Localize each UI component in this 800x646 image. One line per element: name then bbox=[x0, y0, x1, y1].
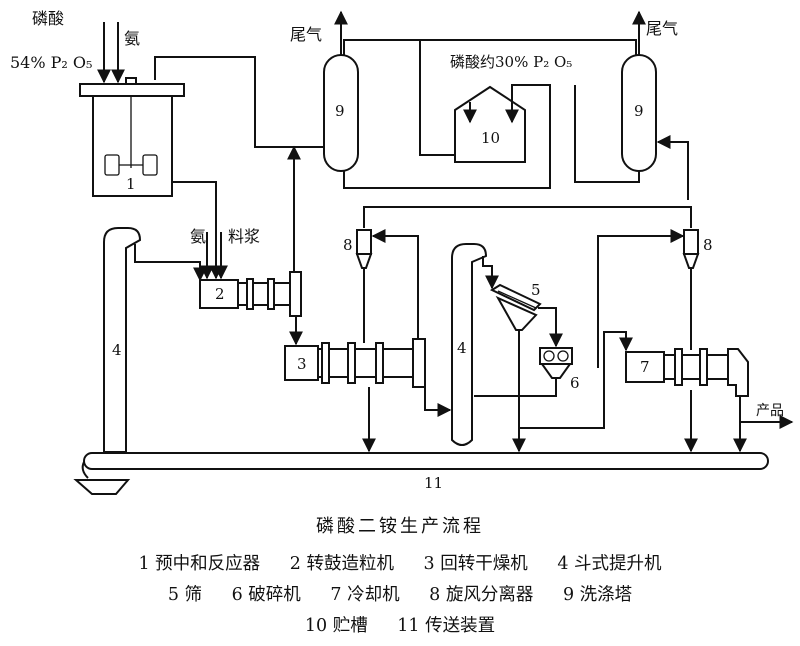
p2o5-30-label: 磷酸约30% P₂ O₅ bbox=[450, 53, 572, 71]
screen-number: 5 bbox=[531, 281, 541, 299]
cyclone-left-number: 8 bbox=[343, 236, 353, 254]
tail-gas-left-label: 尾气 bbox=[290, 25, 322, 44]
bucket-elevator-mid bbox=[451, 243, 488, 446]
scrubber-right-number: 9 bbox=[634, 102, 644, 120]
legend-item: 7 冷却机 bbox=[330, 585, 400, 605]
legend-line-2: 5 筛 6 破碎机 7 冷却机 8 旋风分离器 9 洗涤塔 bbox=[0, 581, 800, 606]
legend-item: 11 传送装置 bbox=[397, 616, 496, 636]
tail-gas-right-label: 尾气 bbox=[646, 19, 678, 38]
storage-tank bbox=[454, 85, 526, 163]
granulator-number: 2 bbox=[215, 285, 225, 303]
pipelines bbox=[97, 10, 794, 453]
elevator-left-number: 4 bbox=[112, 341, 122, 359]
cooler bbox=[625, 348, 749, 397]
p2o5-54-label: 54% P₂ O₅ bbox=[10, 53, 92, 72]
legend-line-1: 1 预中和反应器 2 转鼓造粒机 3 回转干燥机 4 斗式提升机 bbox=[0, 550, 800, 575]
cyclone-right-number: 8 bbox=[703, 236, 713, 254]
legend-line-3: 10 贮槽 11 传送装置 bbox=[0, 612, 800, 637]
legend-item: 3 回转干燥机 bbox=[423, 554, 528, 574]
cyclone-right bbox=[682, 229, 700, 269]
legend-item: 5 筛 bbox=[167, 585, 203, 605]
legend-item: 8 旋风分离器 bbox=[429, 585, 534, 605]
legend-item: 9 洗涤塔 bbox=[562, 585, 633, 605]
bucket-elevator-left bbox=[103, 227, 142, 453]
crusher-number: 6 bbox=[570, 374, 580, 392]
legend-item: 4 斗式提升机 bbox=[557, 554, 662, 574]
conveyor-number: 11 bbox=[424, 474, 443, 492]
elevator-mid-number: 4 bbox=[457, 339, 467, 357]
legend-item: 6 破碎机 bbox=[231, 585, 301, 605]
slurry-label: 料浆 bbox=[228, 227, 260, 246]
cyclone-left bbox=[355, 229, 373, 269]
product-label: 产品 bbox=[756, 403, 784, 419]
phosphoric-acid-label: 磷酸 bbox=[32, 9, 64, 28]
reactor-number: 1 bbox=[126, 175, 136, 193]
legend-item: 10 贮槽 bbox=[304, 616, 368, 636]
ammonia-2-label: 氨 bbox=[190, 227, 206, 246]
legend-item: 2 转鼓造粒机 bbox=[289, 554, 394, 574]
process-flow-diagram: 1 9 9 10 8 8 4 4 2 bbox=[10, 9, 794, 495]
rotary-dryer bbox=[284, 338, 426, 388]
legend-item: 1 预中和反应器 bbox=[138, 554, 261, 574]
crusher bbox=[539, 347, 573, 379]
ammonia-label: 氨 bbox=[124, 29, 140, 48]
conveyor bbox=[73, 452, 769, 495]
drum-granulator bbox=[199, 271, 302, 317]
tank-number: 10 bbox=[481, 129, 500, 147]
dryer-number: 3 bbox=[297, 355, 307, 373]
scrubber-left-number: 9 bbox=[335, 102, 345, 120]
cooler-number: 7 bbox=[640, 358, 650, 376]
diagram-caption-title: 磷酸二铵生产流程 bbox=[316, 516, 484, 537]
pre-neutralization-reactor bbox=[79, 77, 185, 197]
